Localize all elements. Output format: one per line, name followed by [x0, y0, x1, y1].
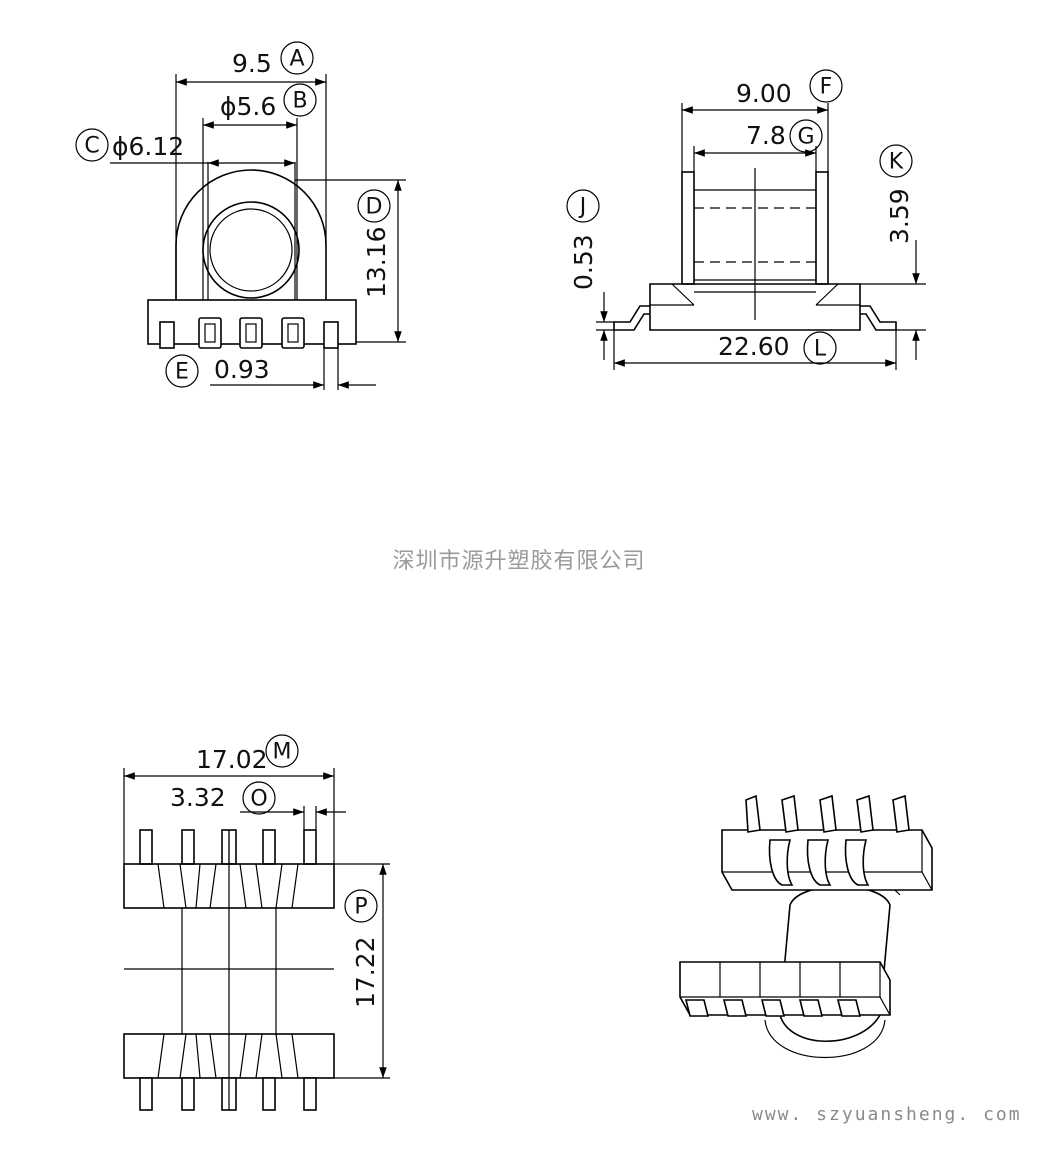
bottom-view-bottom-pins	[139, 1077, 317, 1111]
dim-c-letter: C	[84, 134, 99, 159]
front-view: 9.5 A ϕ5.6 B C ϕ6.12 D 13.16 E 0.93	[75, 41, 406, 390]
dim-j-letter: J	[578, 195, 587, 220]
dim-k-letter: K	[889, 150, 904, 175]
dim-f-value: 9.00	[736, 79, 792, 108]
website-url: www. szyuansheng. com	[752, 1104, 1022, 1125]
front-pins	[159, 317, 339, 349]
bottom-view: 17.02 M 3.32 O P 17.22	[123, 734, 390, 1111]
dim-d-letter: D	[366, 195, 383, 220]
dim-e-letter: E	[175, 360, 189, 385]
side-view: 9.00 F 7.8 G J 0.53 K 3.59 22.60 L	[566, 69, 926, 370]
dim-l-letter: L	[814, 337, 827, 362]
bottom-view-top-pins	[139, 829, 317, 865]
iso-bottom-pins	[684, 999, 862, 1017]
dim-d-value: 13.16	[362, 226, 391, 298]
dim-b-letter: B	[292, 89, 307, 114]
dim-f-letter: F	[820, 75, 833, 100]
dim-e-value: 0.93	[214, 355, 270, 384]
dim-l-value: 22.60	[718, 332, 790, 361]
dim-p-value: 17.22	[351, 936, 380, 1008]
isometric-view	[679, 794, 933, 1058]
dim-g-letter: G	[797, 125, 814, 150]
dim-b-value: ϕ5.6	[220, 92, 276, 121]
dim-m-value: 17.02	[196, 745, 268, 774]
dim-p-letter: P	[354, 895, 367, 920]
company-name: 深圳市源升塑胶有限公司	[392, 549, 645, 574]
dim-m-letter: M	[273, 740, 292, 765]
dim-j-value: 0.53	[569, 234, 598, 290]
dim-k-value: 3.59	[885, 188, 914, 244]
dim-a-value: 9.5	[232, 49, 272, 78]
dim-a-letter: A	[289, 47, 304, 72]
dim-c-value: ϕ6.12	[112, 132, 184, 161]
dim-o-value: 3.32	[170, 783, 226, 812]
iso-top-pins	[745, 794, 910, 886]
dim-o-letter: O	[250, 787, 267, 812]
dim-g-value: 7.8	[746, 121, 786, 150]
